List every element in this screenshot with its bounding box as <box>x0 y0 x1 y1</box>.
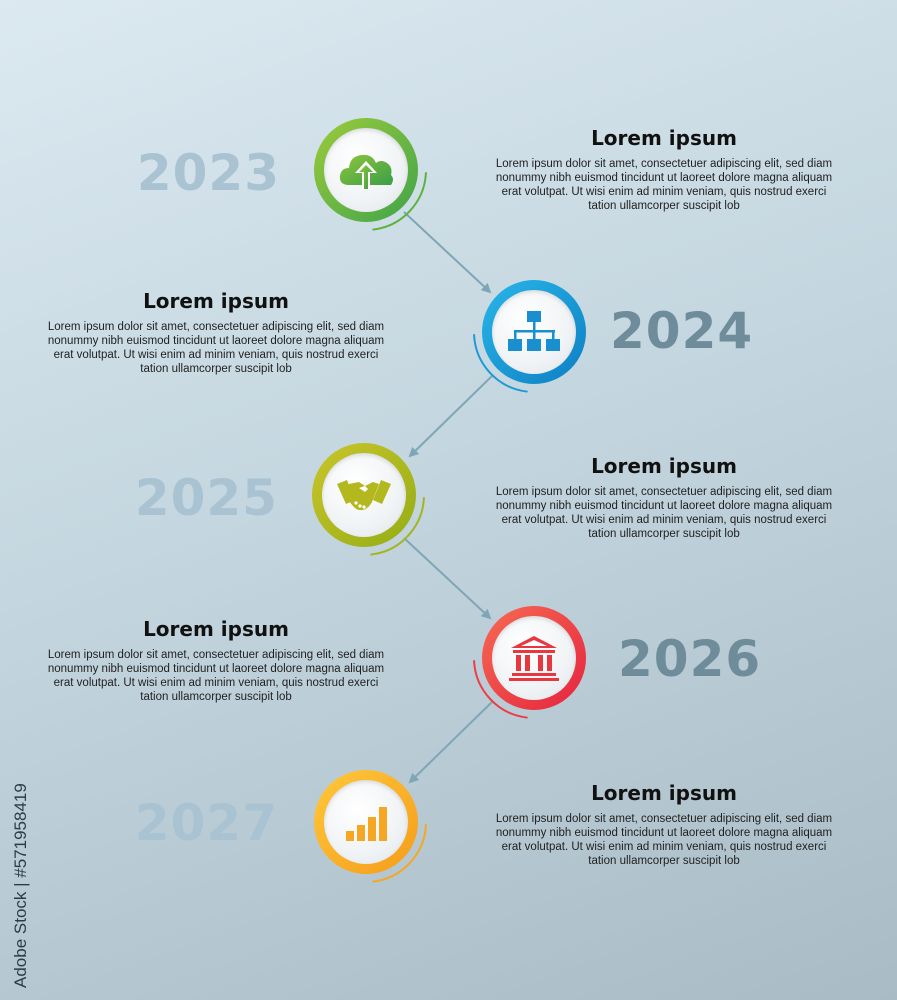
block-body: Lorem ipsum dolor sit amet, consectetuer… <box>495 158 833 212</box>
timeline-node-2024 <box>482 280 586 384</box>
watermark-text: Adobe Stock | #571958419 <box>11 783 30 988</box>
timeline-node-2027 <box>314 770 418 874</box>
cloud-upload-icon <box>339 154 393 189</box>
handshake-icon <box>337 480 391 511</box>
block-title: Lorem ipsum <box>143 617 289 641</box>
year-label-2023: 2023 <box>136 144 280 202</box>
text-block-2026: Lorem ipsum Lorem ipsum dolor sit amet, … <box>46 618 386 704</box>
block-body: Lorem ipsum dolor sit amet, consectetuer… <box>495 813 833 867</box>
block-title: Lorem ipsum <box>591 454 737 478</box>
block-body: Lorem ipsum dolor sit amet, consectetuer… <box>495 486 833 540</box>
stock-watermark: Adobe Stock | #571958419 <box>4 770 34 990</box>
text-block-2024: Lorem ipsum Lorem ipsum dolor sit amet, … <box>46 290 386 376</box>
timeline-node-2023 <box>314 118 418 222</box>
connector-arrow-3 <box>403 537 492 620</box>
org-chart-icon <box>508 311 560 351</box>
text-block-2023: Lorem ipsum Lorem ipsum dolor sit amet, … <box>494 127 834 213</box>
block-title: Lorem ipsum <box>591 126 737 150</box>
connector-arrow-1 <box>403 211 492 294</box>
year-label-2026: 2026 <box>618 630 762 688</box>
text-block-2025: Lorem ipsum Lorem ipsum dolor sit amet, … <box>494 455 834 541</box>
block-title: Lorem ipsum <box>591 781 737 805</box>
year-label-2027: 2027 <box>134 794 278 852</box>
text-block-2027: Lorem ipsum Lorem ipsum dolor sit amet, … <box>494 782 834 868</box>
block-title: Lorem ipsum <box>143 289 289 313</box>
bar-chart-icon <box>346 807 387 841</box>
block-body: Lorem ipsum dolor sit amet, consectetuer… <box>47 321 385 375</box>
connector-arrow-4 <box>408 701 493 784</box>
bank-icon <box>509 636 559 681</box>
connector-arrow-2 <box>408 375 493 458</box>
year-label-2025: 2025 <box>134 469 278 527</box>
timeline-node-2026 <box>482 606 586 710</box>
year-label-2024: 2024 <box>610 302 754 360</box>
block-body: Lorem ipsum dolor sit amet, consectetuer… <box>47 649 385 703</box>
timeline-node-2025 <box>312 443 416 547</box>
